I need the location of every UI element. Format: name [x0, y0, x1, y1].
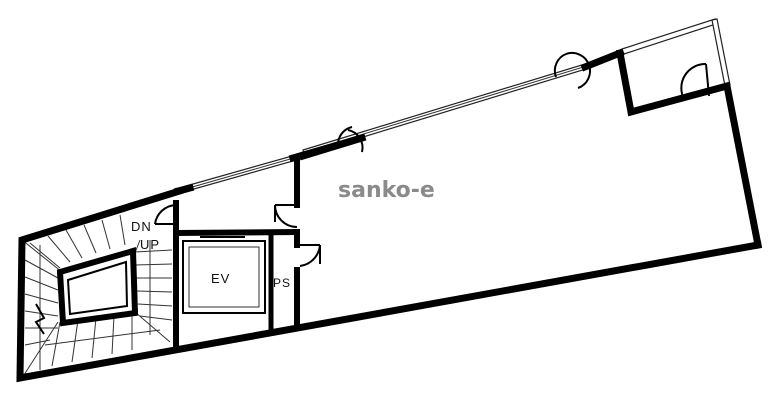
ev-shaft	[172, 228, 301, 237]
stair-door	[154, 204, 177, 228]
staircase	[21, 214, 173, 379]
window-corner-top	[621, 18, 717, 55]
outer-wall-right	[615, 48, 763, 250]
label-dn: DN	[131, 219, 152, 234]
outer-wall-left	[16, 184, 763, 383]
doors	[154, 51, 710, 267]
label-ps: PS	[273, 276, 291, 290]
top-door-left	[336, 126, 364, 153]
label-ev: EV	[211, 271, 230, 286]
window-corner-right	[711, 18, 731, 87]
walls	[16, 48, 763, 383]
stair-well	[56, 247, 139, 327]
top-door-right	[553, 51, 591, 89]
elevator	[182, 236, 266, 314]
main-door-upper	[274, 204, 298, 228]
label-up: UP	[140, 237, 160, 252]
watermark: sanko-e	[338, 178, 435, 203]
corner-room-door	[680, 62, 710, 100]
ps-door	[297, 244, 321, 267]
